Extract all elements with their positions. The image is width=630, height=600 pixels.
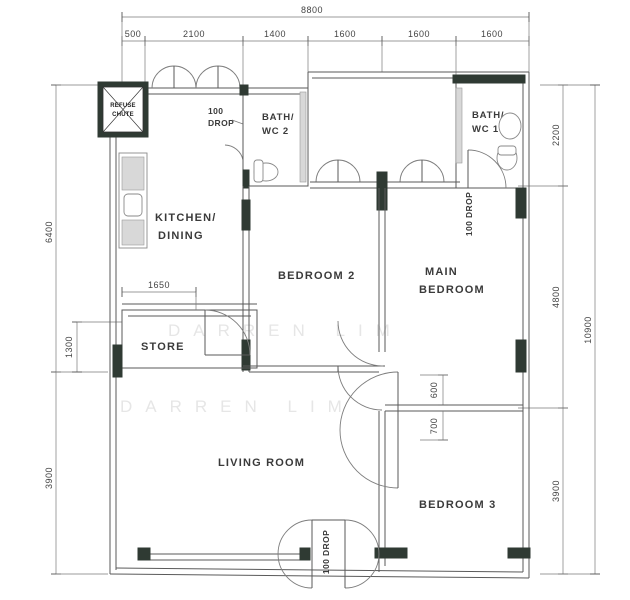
internal-walls [112,186,531,572]
watermark-top: DARREN LIM [168,321,403,340]
dim-top-seg-5: 1600 [481,29,503,39]
bath-wc-2: BATH/ WC 2 [224,84,309,189]
entrance-door: 100 DROP [277,519,380,589]
kitchen-counter [118,152,148,249]
dim-top-seg-3: 1600 [334,29,356,39]
dim-left-seg-1: 1300 [64,336,74,358]
right-dimension-chain: 2200 4800 3900 10900 [518,84,600,575]
bath-wc-2-label-1: BATH/ [262,112,294,123]
bath-wc-1-label-2: WC 1 [472,124,499,135]
living-room-label: LIVING ROOM [218,457,305,469]
dim-top-seg-2: 1400 [264,29,286,39]
top-dimension-chain: 500 2100 1400 1600 1600 1600 [121,22,530,88]
note-drop-entrance: 100 DROP [321,530,331,574]
store-door [204,309,251,356]
dim-offset-600: 600 [429,382,439,399]
kitchen-label-2: DINING [158,230,204,242]
bedroom-2-label: BEDROOM 2 [278,270,355,282]
note-drop-kitchen: 100 DROP [208,106,244,128]
dim-left-seg-0: 6400 [44,221,54,243]
left-dimension-chain: 6400 3900 1300 [44,84,122,575]
dim-right-seg-0: 2200 [551,124,561,146]
main-bedroom-label-1: MAIN [425,266,458,278]
dim-right-seg-2: 3900 [551,480,561,502]
top-dimension-overall: 8800 [121,5,530,22]
note-drop-kitchen-line2: DROP [208,118,234,128]
refuse-chute-label-2: CHUTE [112,112,134,118]
bath-wc-2-label-2: WC 2 [262,126,289,137]
bedroom3-offset-dimensions: 600 700 [420,374,448,441]
dim-top-seg-1: 2100 [183,29,205,39]
dim-top-seg-0: 500 [125,29,142,39]
dim-right-total: 10900 [583,316,593,344]
bath-wc-1-label-1: BATH/ [472,110,504,121]
dim-top-seg-4: 1600 [408,29,430,39]
store-label: STORE [141,341,185,353]
store-width-dimension: 1650 [121,280,197,310]
main-bedroom-label-2: BEDROOM [419,284,485,296]
dim-store-width: 1650 [148,280,170,290]
dim-offset-700: 700 [429,418,439,435]
kitchen-top-door-arcs [151,65,241,89]
kitchen-label-1: KITCHEN/ [155,212,217,224]
refuse-chute-label-1: REFUSE [110,103,136,109]
refuse-chute: REFUSE CHUTE [97,81,149,138]
bedroom-3-label: BEDROOM 3 [419,499,496,511]
note-drop-bath1: 100 DROP [464,192,474,236]
dim-top-total: 8800 [301,5,323,15]
corridor-door-arcs [310,159,460,211]
building-shell [109,71,530,579]
bedroom-2-door [337,320,384,411]
bath-wc-1: BATH/ WC 1 [452,74,527,219]
dim-left-seg-2: 3900 [44,467,54,489]
main-bedroom-door [339,371,399,489]
dim-right-seg-1: 4800 [551,286,561,308]
watermark-bottom: DARREN LIM [120,397,355,416]
note-drop-kitchen-line1: 100 [208,106,223,116]
